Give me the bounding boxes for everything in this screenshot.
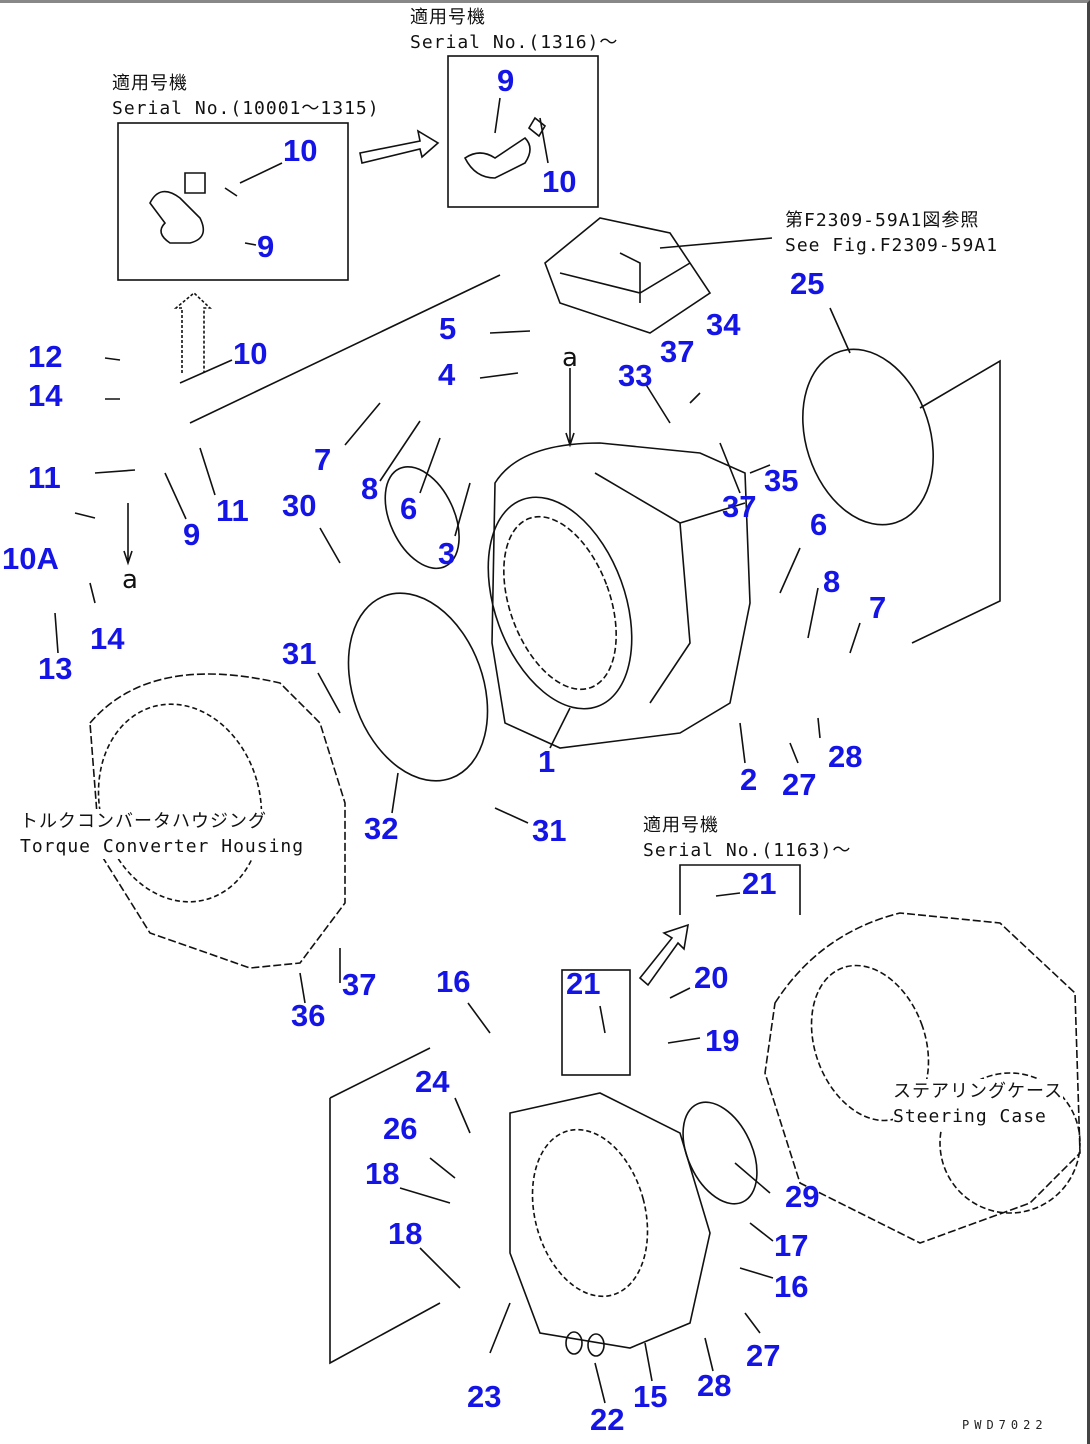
- transmission-case-1: [491, 442, 751, 749]
- callout: 22: [590, 1402, 625, 1437]
- callout: 27: [782, 767, 817, 802]
- callout: 7: [314, 442, 332, 477]
- callout: 35: [764, 463, 799, 498]
- callout: 37: [660, 334, 695, 369]
- steering-case: [764, 912, 1081, 1244]
- inset-bracket-21: [679, 864, 801, 915]
- inset-box-21: [561, 969, 631, 1076]
- note-en: Serial No.(1163)～: [643, 840, 852, 861]
- callout: 9: [257, 229, 275, 264]
- note-en: See Fig.F2309-59A1: [785, 235, 999, 256]
- callout: 2: [740, 762, 758, 797]
- callout: 21: [742, 866, 777, 901]
- note-jp: 適用号機: [112, 73, 188, 94]
- callout: 33: [618, 358, 653, 393]
- callout: 17: [774, 1228, 809, 1263]
- callout: 7: [869, 590, 887, 625]
- note-en: Serial No.(1316)～: [410, 32, 619, 53]
- callout: 28: [697, 1368, 732, 1403]
- note-steering-case: ステアリングケース Steering Case: [893, 1079, 1064, 1129]
- line-drawing: [54, 55, 1081, 1404]
- callout: 6: [400, 491, 418, 526]
- callout: 20: [694, 960, 729, 995]
- callout: 19: [705, 1023, 740, 1058]
- note-serial-1163: 適用号機 Serial No.(1163)～: [643, 813, 851, 863]
- callout: 26: [383, 1111, 418, 1146]
- cover-34: [544, 217, 712, 334]
- callout: 29: [785, 1179, 820, 1214]
- callout: 8: [361, 471, 379, 506]
- callout: 9: [183, 517, 201, 552]
- callout: 10: [283, 133, 318, 168]
- o-ring-32: [347, 592, 489, 782]
- note-jp: 適用号機: [410, 7, 486, 28]
- callout: 9: [497, 63, 515, 98]
- note-jp: 第F2309-59A1図参照: [785, 210, 980, 231]
- note-jp: 適用号機: [643, 815, 719, 836]
- callout: 14: [90, 621, 125, 656]
- note-see-fig: 第F2309-59A1図参照 See Fig.F2309-59A1: [785, 208, 998, 258]
- callout: 6: [810, 507, 828, 542]
- note-en: Serial No.(10001～1315): [112, 98, 380, 119]
- callout: 11: [216, 493, 249, 528]
- callout: 10: [542, 164, 577, 199]
- inset-box-early-serial: [117, 122, 349, 281]
- callout: 5: [439, 311, 457, 346]
- callout: 18: [388, 1216, 423, 1251]
- case-15: [509, 1092, 711, 1349]
- note-en: Steering Case: [893, 1106, 1047, 1127]
- callout: 27: [746, 1338, 781, 1373]
- callout: 24: [415, 1064, 450, 1099]
- note-serial-10001: 適用号機 Serial No.(10001～1315): [112, 71, 380, 121]
- callout: 34: [706, 307, 741, 342]
- callout: 16: [436, 964, 471, 999]
- o-ring-29: [384, 466, 460, 570]
- callout: 4: [438, 357, 456, 392]
- callout: 1: [538, 744, 556, 779]
- callout: 10: [233, 336, 268, 371]
- callout: 28: [828, 739, 863, 774]
- callout: 15: [633, 1379, 668, 1414]
- note-serial-1316: 適用号機 Serial No.(1316)～: [410, 5, 618, 55]
- callout: 12: [28, 339, 63, 374]
- callout: 18: [365, 1156, 400, 1191]
- callout: 30: [282, 488, 317, 523]
- callout: 23: [467, 1379, 502, 1414]
- arrow-diag: [638, 923, 690, 987]
- callout: 36: [291, 998, 326, 1033]
- inset-box-late-serial: [447, 55, 599, 208]
- callout: 3: [438, 536, 456, 571]
- note-jp: トルクコンバータハウジング: [20, 811, 267, 832]
- o-ring-25: [802, 348, 934, 526]
- reference-marker-a: a: [562, 343, 578, 373]
- callout: 31: [282, 636, 317, 671]
- callout: 14: [28, 378, 63, 413]
- callout: 25: [790, 266, 825, 301]
- drawing-code: PWD7022: [962, 1418, 1048, 1432]
- torque-converter-housing: [89, 673, 346, 969]
- callout: 13: [38, 651, 73, 686]
- callout: 8: [823, 564, 841, 599]
- reference-marker-a: a: [122, 565, 138, 595]
- callout: 32: [364, 811, 399, 846]
- callout: 37: [722, 489, 757, 524]
- callout: 10A: [2, 541, 59, 576]
- note-en: Torque Converter Housing: [20, 836, 305, 857]
- note-torque-converter: トルクコンバータハウジング Torque Converter Housing: [20, 809, 305, 859]
- callout: 21: [566, 966, 601, 1001]
- arrow-right: [359, 129, 440, 164]
- callout: 11: [28, 460, 61, 495]
- callout: 16: [774, 1269, 809, 1304]
- callout: 37: [342, 967, 377, 1002]
- callout: 31: [532, 813, 567, 848]
- arrow-up: [173, 291, 213, 373]
- note-jp: ステアリングケース: [893, 1081, 1064, 1102]
